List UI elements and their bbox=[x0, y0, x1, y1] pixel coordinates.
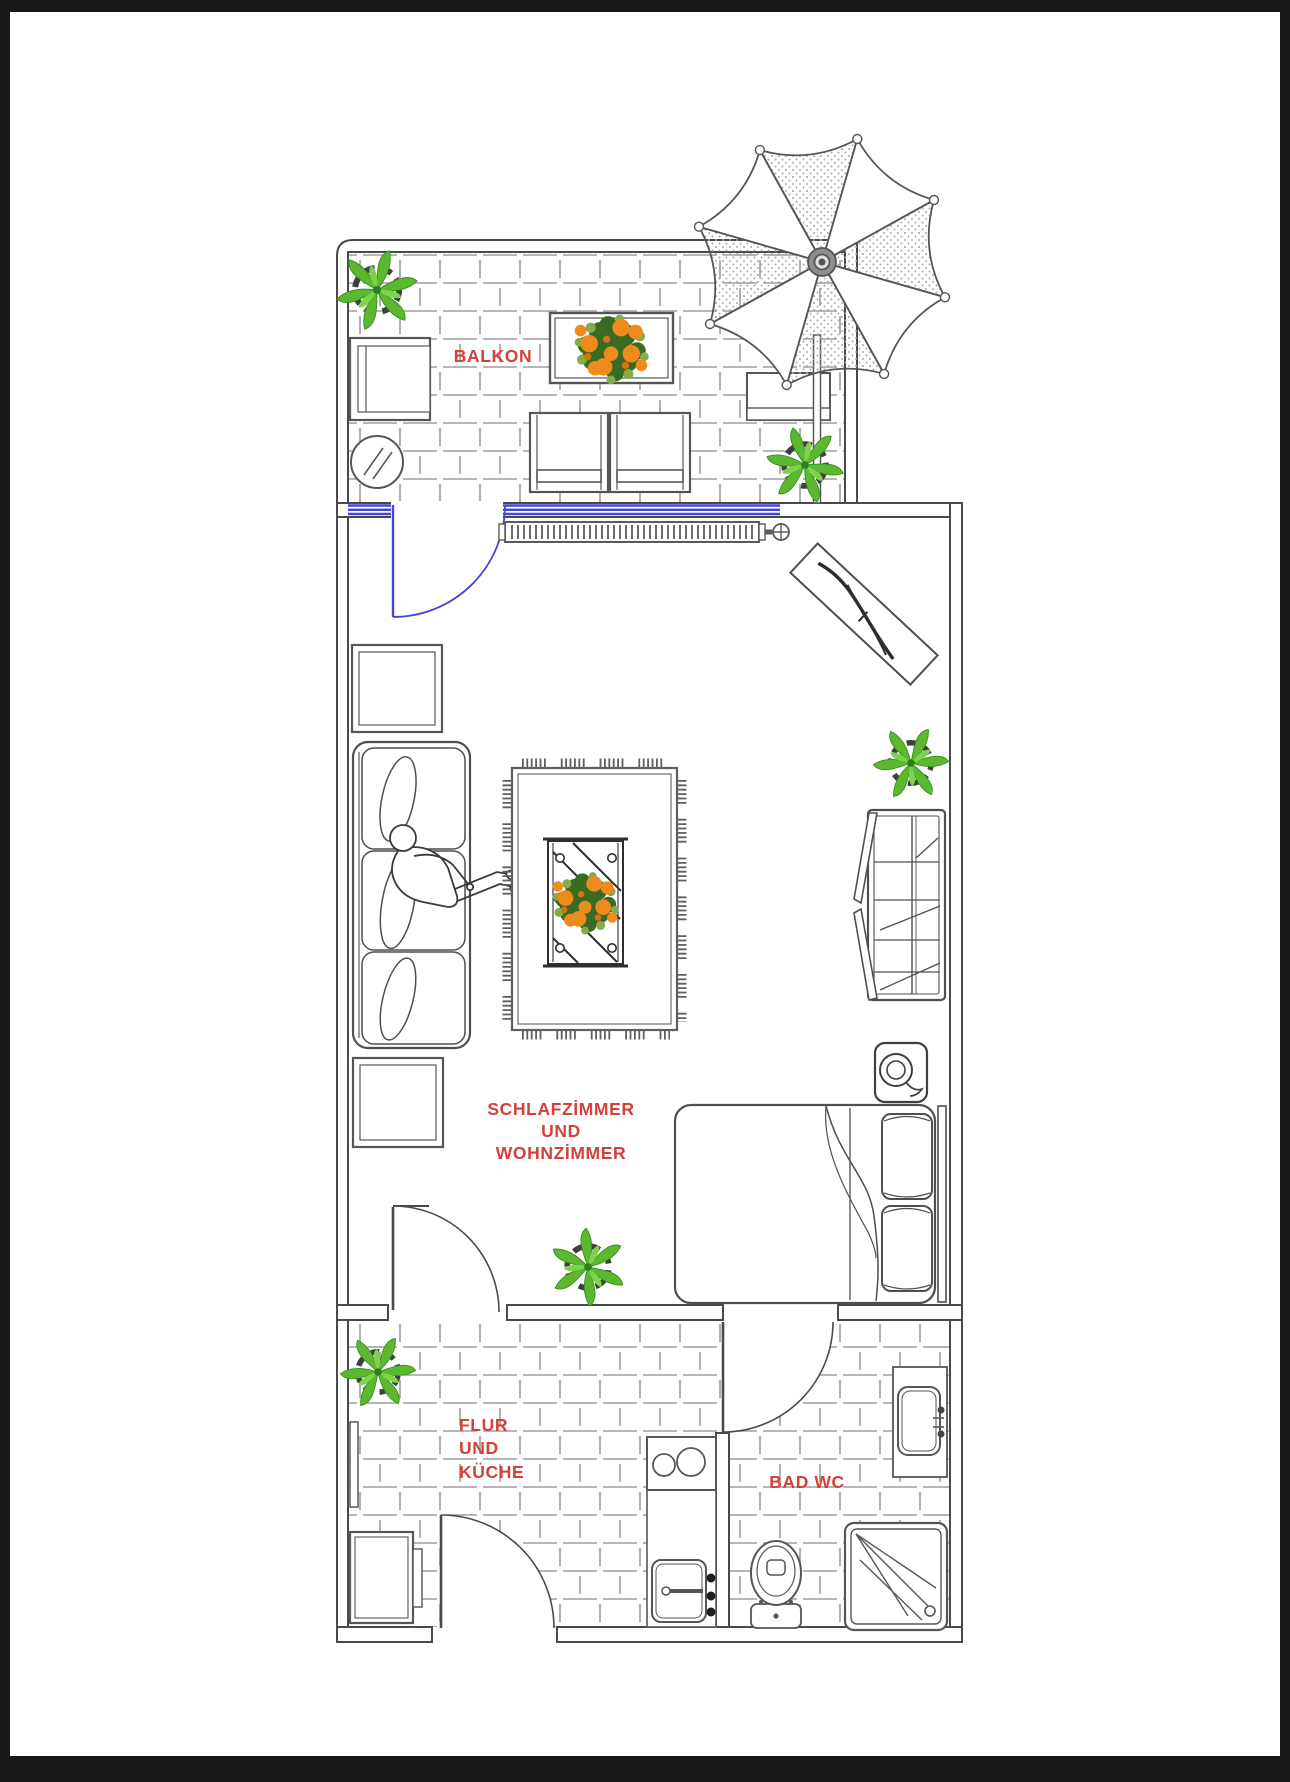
shelf-bottom bbox=[351, 1056, 445, 1149]
letterbox-top bbox=[0, 0, 1290, 12]
shower bbox=[843, 1521, 949, 1632]
shower-drain bbox=[924, 1605, 936, 1617]
stove bbox=[646, 1436, 717, 1491]
svg-text:KÜCHE: KÜCHE bbox=[459, 1462, 524, 1482]
mid-wall-right bbox=[837, 1304, 963, 1321]
radiator-valve bbox=[765, 523, 790, 541]
label-living-room: SCHLAFZİMMER UND WOHNZİMMER bbox=[487, 1099, 634, 1163]
shelf-top bbox=[350, 643, 444, 734]
plant-icon-living bbox=[863, 716, 959, 811]
right-wall bbox=[949, 502, 963, 1643]
svg-text:SCHLAFZİMMER: SCHLAFZİMMER bbox=[487, 1099, 634, 1119]
bath-door-arc bbox=[721, 1321, 834, 1433]
sofa bbox=[351, 740, 529, 1050]
balcony-chair-pair bbox=[528, 411, 692, 494]
entry-door-arc bbox=[439, 1514, 555, 1629]
balcony-door-arc bbox=[391, 504, 506, 618]
mid-wall-left bbox=[336, 1304, 389, 1321]
bottom-wall-left bbox=[336, 1626, 433, 1643]
bed bbox=[673, 1103, 947, 1305]
wall-speaker bbox=[873, 1041, 929, 1104]
bath-door-swing-area bbox=[723, 1322, 833, 1432]
label-bad-wc: BAD WC bbox=[769, 1472, 845, 1492]
letterbox-left bbox=[0, 0, 10, 1782]
hall-wall-panel bbox=[349, 1421, 359, 1508]
bed-pillows bbox=[881, 1113, 933, 1292]
wardrobe-open-doors bbox=[853, 812, 878, 1001]
faucet-knobs bbox=[706, 1573, 716, 1617]
bed-headboard bbox=[937, 1105, 947, 1303]
letterbox-right bbox=[1280, 0, 1290, 1782]
svg-text:UND: UND bbox=[541, 1121, 581, 1141]
kitchen-cabinet bbox=[348, 1530, 423, 1625]
bath-sink bbox=[892, 1366, 948, 1478]
balcony-window-band bbox=[348, 501, 780, 518]
mid-wall-center bbox=[506, 1304, 724, 1321]
balcony-round-table bbox=[350, 435, 404, 489]
wardrobe bbox=[853, 808, 947, 1002]
letterbox-bottom bbox=[0, 1756, 1290, 1782]
label-balkon: BALKON bbox=[454, 346, 532, 366]
svg-text:UND: UND bbox=[459, 1438, 499, 1458]
tv bbox=[788, 542, 940, 686]
label-hall-kitchen: FLUR UND KÜCHE bbox=[459, 1415, 524, 1482]
svg-text:WOHNZİMMER: WOHNZİMMER bbox=[496, 1143, 626, 1163]
umbrella-icon bbox=[693, 133, 951, 391]
kitchen-sink bbox=[651, 1559, 716, 1623]
balcony-flower-table bbox=[548, 311, 675, 385]
kitchen-bath-divider-wall bbox=[715, 1432, 730, 1628]
balcony-side-chair bbox=[348, 336, 432, 422]
svg-text:FLUR: FLUR bbox=[459, 1415, 508, 1435]
room-door-arc bbox=[391, 1205, 500, 1313]
coffee-table bbox=[543, 837, 628, 968]
entry-door-swing-area bbox=[441, 1515, 554, 1628]
radiator bbox=[498, 521, 790, 543]
toilet-icon bbox=[750, 1540, 802, 1629]
